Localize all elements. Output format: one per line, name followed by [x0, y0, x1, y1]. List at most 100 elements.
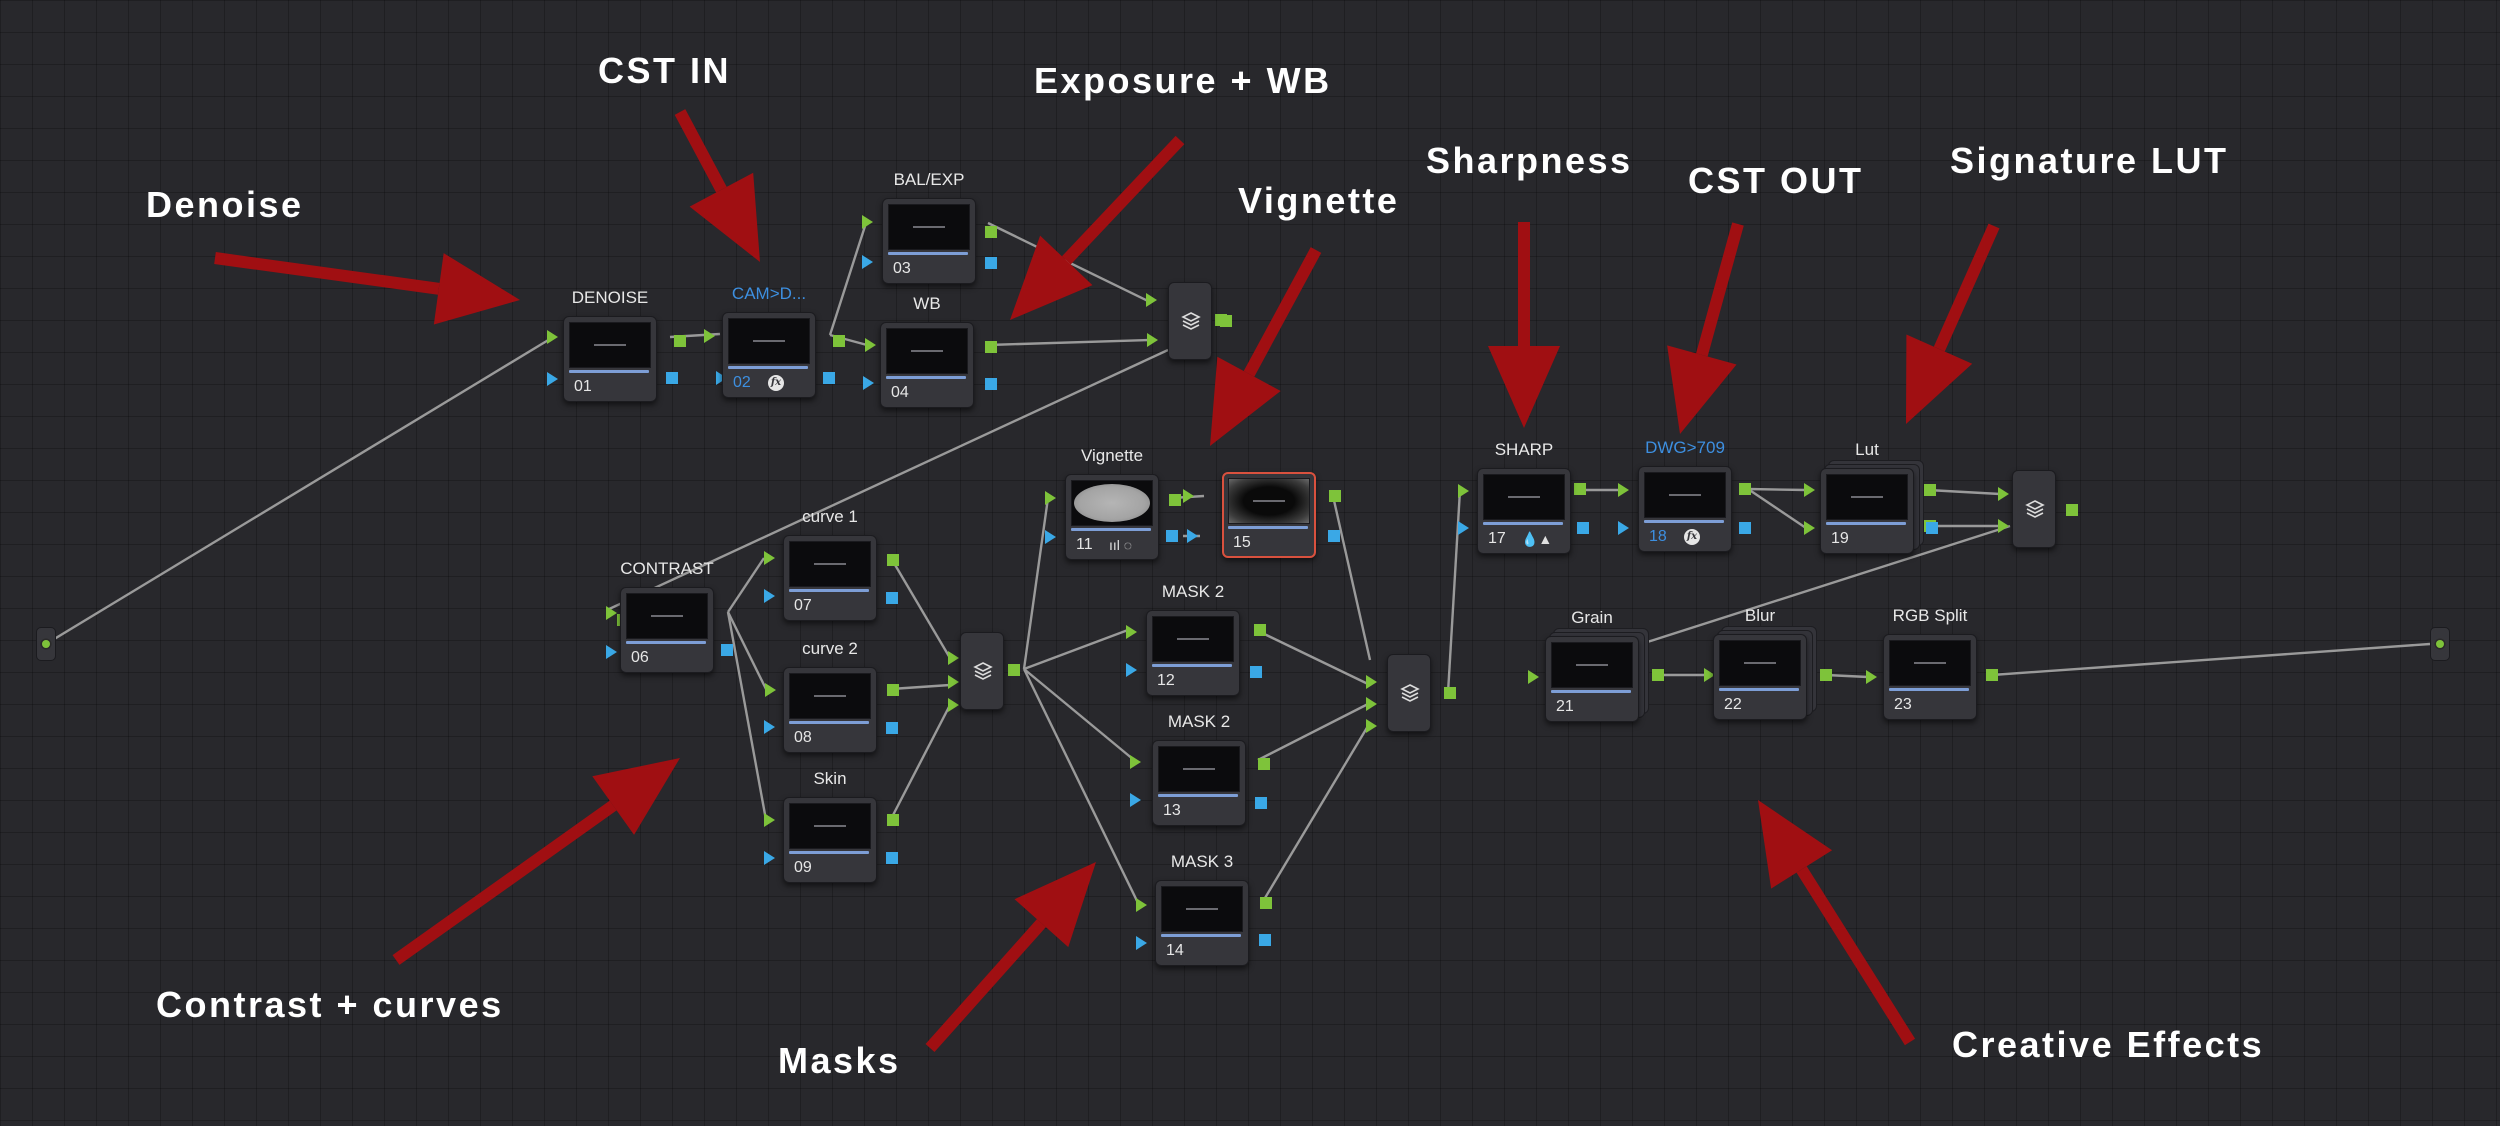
annotation-denoise: Denoise: [146, 184, 304, 225]
rgb-output-port: [887, 814, 899, 826]
node-08-curve-2[interactable]: 08 curve 2: [783, 639, 877, 753]
node-number: 04: [891, 384, 909, 401]
rgb-output-port: [1820, 669, 1832, 681]
connection-wire: [45, 334, 556, 646]
node-label: SHARP: [1494, 440, 1554, 459]
node-06-contrast[interactable]: 06 CONTRAST: [620, 559, 714, 673]
connection-wire: [889, 557, 952, 659]
alpha-output-port: [1255, 797, 1267, 809]
source-input-node[interactable]: [36, 627, 56, 661]
connection-wire: [1747, 487, 1807, 492]
alpha-output-port: [1739, 522, 1751, 534]
layer-mixer-2[interactable]: [960, 632, 1004, 710]
node-15-vignette-key[interactable]: 15: [1222, 472, 1316, 558]
node-thumbnail: [1644, 472, 1726, 518]
rgb-output-port: [833, 335, 845, 347]
rgb-input-port: [1366, 697, 1377, 711]
node-18-cst-out[interactable]: 18 fx DWG>709: [1638, 438, 1732, 552]
node-number: 11: [1076, 536, 1093, 553]
node-07-curve-1[interactable]: 07 curve 1: [783, 507, 877, 621]
node-thumbnail: [569, 322, 651, 368]
rgb-input-port: [948, 698, 959, 712]
annotation-creative-effects: Creative Effects: [1952, 1024, 2265, 1065]
layer-mixer-1[interactable]: [1168, 282, 1212, 360]
rgb-input-port: [1528, 670, 1539, 684]
node-thumbnail: [1889, 640, 1971, 686]
output-node[interactable]: [2430, 627, 2450, 661]
node-thumbnail: [1826, 474, 1908, 520]
rgb-output-port: [1574, 483, 1586, 495]
arrow-contrast-curves-head: [592, 758, 680, 835]
node-label: curve 2: [802, 639, 858, 658]
rgb-input-port: [1804, 521, 1815, 535]
rgb-output-port: [1739, 483, 1751, 495]
node-01-denoise[interactable]: 01 DENOISE: [563, 288, 657, 402]
node-label: Grain: [1571, 608, 1613, 627]
node-11-vignette[interactable]: 11 ııl ◌ Vignette: [1065, 446, 1159, 560]
rgb-output-port: [2066, 504, 2078, 516]
rgb-output-port: [985, 341, 997, 353]
rgb-output-port: [1986, 669, 1998, 681]
rgb-input-port: [1458, 484, 1469, 498]
node-thumbnail: [1161, 886, 1243, 932]
node-label: CAM>D...: [731, 284, 807, 303]
rgb-output-port: [1258, 758, 1270, 770]
annotation-cst-out: CST OUT: [1688, 160, 1864, 201]
rgb-input-port: [862, 215, 873, 229]
node-thumbnail: [1483, 474, 1565, 520]
rgb-input-port: [1998, 519, 2009, 533]
sharpen-icon: 💧▲: [1521, 531, 1553, 547]
rgb-output-port: [1329, 490, 1341, 502]
rgb-input-port: [547, 330, 558, 344]
node-19-lut[interactable]: 19 Lut: [1820, 440, 1924, 554]
node-number: 22: [1724, 696, 1742, 713]
rgb-output-port: [985, 226, 997, 238]
rgb-input-port: [1866, 670, 1877, 684]
connection-wire: [1446, 489, 1462, 694]
connection-wire: [987, 221, 1151, 304]
connection-wire: [669, 332, 721, 339]
input-dot-icon: [42, 640, 50, 648]
arrow-contrast-curves-shaft: [392, 800, 617, 965]
node-21-grain[interactable]: 21 Grain: [1545, 608, 1649, 722]
layers-icon: [1400, 684, 1420, 702]
layer-mixer-3[interactable]: [1387, 654, 1431, 732]
node-label: DENOISE: [571, 288, 649, 307]
node-17-sharp[interactable]: 17 💧▲ SHARP: [1477, 440, 1571, 554]
connection-wire: [890, 683, 951, 691]
alpha-input-port: [764, 851, 775, 865]
alpha-input-port: [606, 645, 617, 659]
node-label: Lut: [1855, 440, 1879, 459]
arrow-masks-shaft: [925, 919, 1046, 1052]
alpha-output-port: [886, 852, 898, 864]
node-04-wb[interactable]: 04 WB: [880, 294, 974, 408]
layer-mixer-4[interactable]: [2012, 470, 2056, 548]
node-thumbnail: [1719, 640, 1801, 686]
arrow-creative-effects-head: [1758, 800, 1833, 889]
node-23-rgb-split[interactable]: 23 RGB Split: [1883, 606, 1977, 720]
alpha-output-port: [1328, 530, 1340, 542]
arrow-cst-out-head: [1667, 345, 1737, 434]
node-12-mask-2[interactable]: 12 MASK 2: [1146, 582, 1240, 696]
node-09-skin[interactable]: 09 Skin: [783, 769, 877, 883]
rgb-input-port: [765, 683, 776, 697]
rgb-output-port: [1215, 314, 1227, 326]
alpha-input-port: [1187, 529, 1198, 543]
node-02-cst-in[interactable]: 02 fx CAM>D...: [722, 284, 816, 398]
annotation-signature-lut: Signature LUT: [1950, 140, 2229, 181]
node-number: 17: [1488, 530, 1506, 547]
rgb-input-port: [1147, 333, 1158, 347]
node-03-bal-exp[interactable]: 03 BAL/EXP: [882, 170, 976, 284]
connection-wire: [1331, 495, 1372, 661]
connection-wire: [1747, 488, 1807, 529]
node-14-mask-3[interactable]: 14 MASK 3: [1155, 852, 1249, 966]
node-label: CONTRAST: [620, 559, 714, 578]
rgb-input-port: [1130, 755, 1141, 769]
connection-wire: [1023, 628, 1129, 671]
node-thumbnail: [626, 593, 708, 639]
node-22-blur[interactable]: 22 Blur: [1713, 606, 1817, 720]
rgb-input-port: [1366, 719, 1377, 733]
node-13-mask-2[interactable]: 13 MASK 2: [1152, 712, 1246, 826]
alpha-output-port: [886, 592, 898, 604]
